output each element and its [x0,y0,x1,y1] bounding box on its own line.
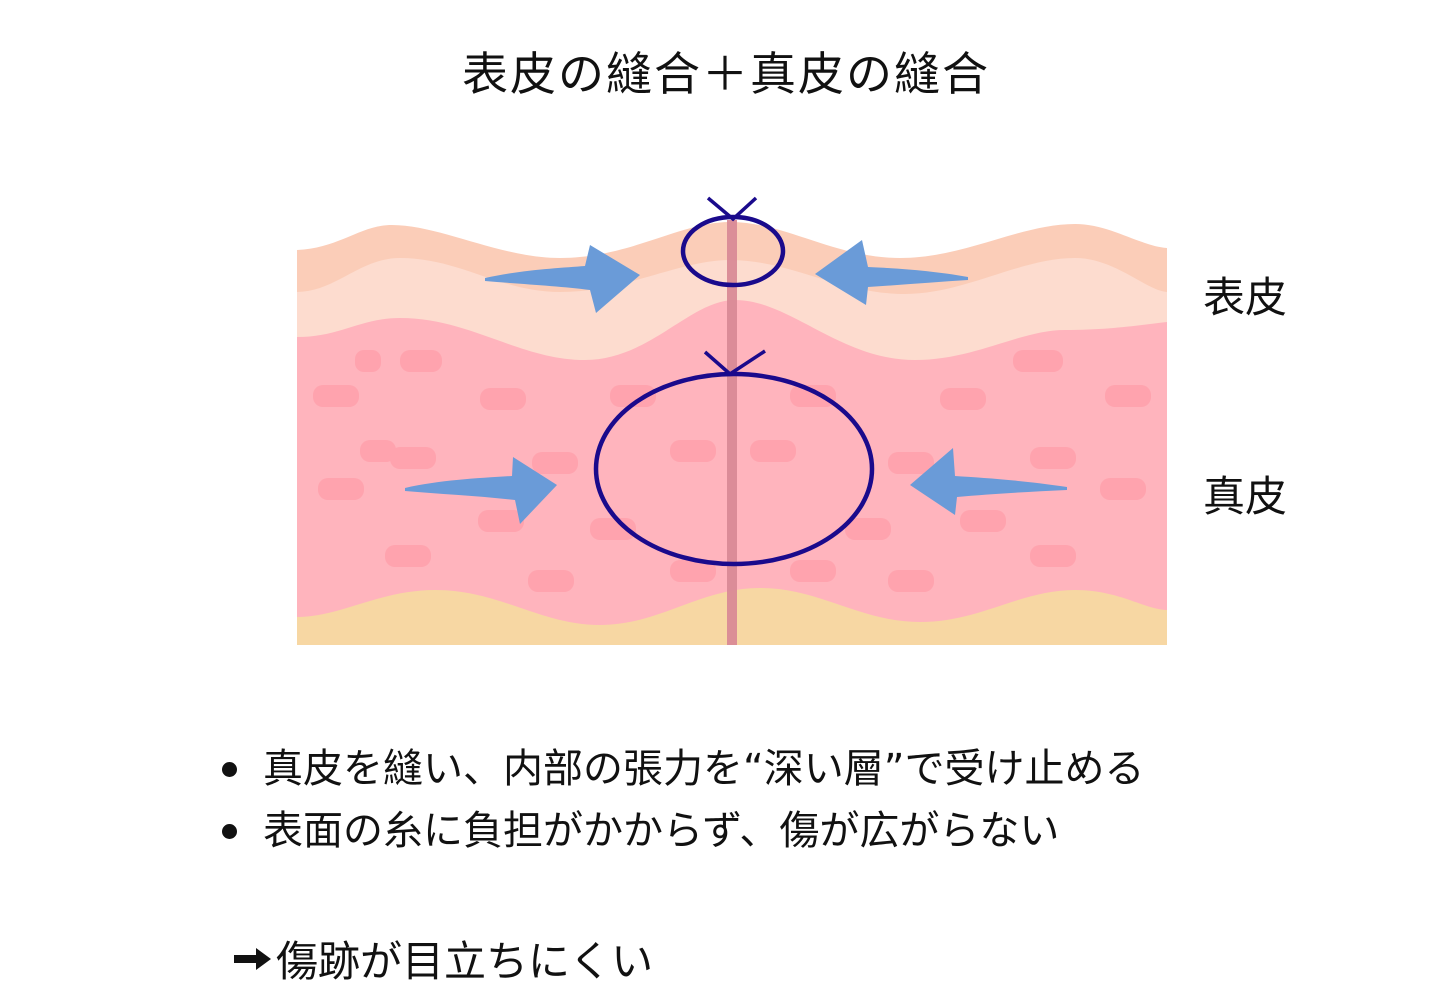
conclusion: 傷跡が目立ちにくい [232,928,653,989]
dermis-label: 真皮 [1203,472,1288,521]
bullet-list: 真皮を縫い、内部の張力を“深い層”で受け止める 表面の糸に負担がかからず、傷が広… [222,738,1144,862]
skin-suture-diagram [297,196,1167,645]
page-title: 表皮の縫合＋真皮の縫合 [462,47,990,101]
bullet-text: 表面の糸に負担がかからず、傷が広がらない [263,808,1060,854]
arrow-right-icon [485,245,640,313]
arrow-right-icon [405,457,557,524]
incision-line [727,220,737,645]
epidermal-suture-loop [680,196,786,288]
right-arrow-icon [234,947,271,970]
epidermis-label: 表皮 [1203,273,1288,322]
arrow-left-icon [910,448,1067,515]
conclusion-text: 傷跡が目立ちにくい [276,937,654,986]
bullet-item: 真皮を縫い、内部の張力を“深い層”で受け止める [222,738,1144,800]
bullet-icon [222,761,237,777]
tension-arrows [405,240,1067,524]
arrow-left-icon [815,240,968,305]
bullet-item: 表面の糸に負担がかからず、傷が広がらない [222,800,1144,862]
bullet-icon [222,823,237,839]
bullet-text: 真皮を縫い、内部の張力を“深い層”で受け止める [263,746,1145,792]
dermis-cells [313,350,1151,592]
dermal-suture-loop [593,349,875,567]
